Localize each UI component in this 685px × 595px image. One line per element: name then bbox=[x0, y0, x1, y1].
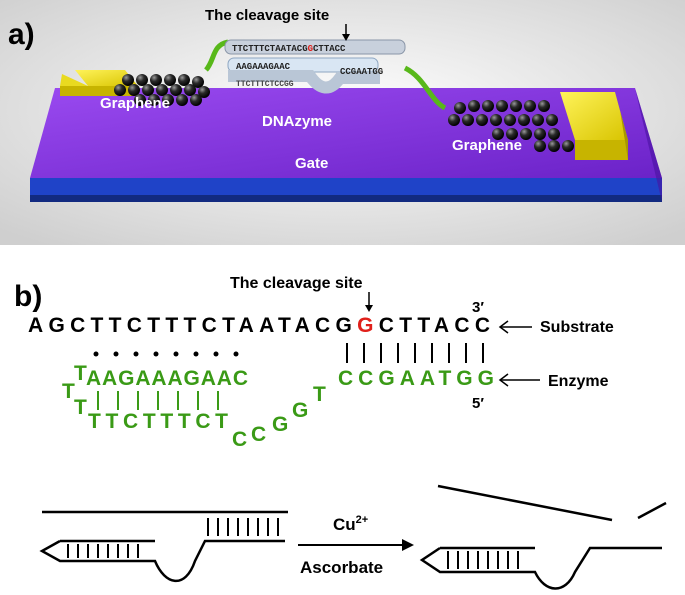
reagent-copper: Cu2+ bbox=[333, 514, 368, 534]
loop-c-2: C bbox=[251, 423, 266, 446]
cleavage-title-b: The cleavage site bbox=[230, 275, 363, 292]
enzyme-top-arm: AAGAAAGAAC bbox=[86, 367, 248, 390]
dna-ribbon-top bbox=[224, 39, 406, 55]
substrate-label: Substrate bbox=[540, 319, 614, 336]
right-electrode-side bbox=[575, 140, 628, 160]
pairing-bars-right bbox=[346, 343, 484, 363]
three-prime-label: 3′ bbox=[472, 299, 484, 316]
loop-t-4: T bbox=[313, 383, 326, 406]
dnazyme-label: DNAzyme bbox=[262, 113, 332, 130]
dna-ribbon-bottom bbox=[228, 70, 380, 94]
dna-strand-top: TTCTTTCTAATACGGCTTACC bbox=[232, 44, 346, 54]
reagent-ascorbate: Ascorbate bbox=[300, 558, 383, 577]
schematic-before-bars bbox=[67, 518, 279, 558]
enzyme-arrowhead bbox=[498, 373, 509, 387]
pairing-dots bbox=[93, 351, 239, 357]
cleavage-title-a: The cleavage site bbox=[205, 7, 329, 24]
schematic-after-bars bbox=[447, 551, 519, 569]
loop-t-1: T bbox=[74, 362, 87, 385]
cleavage-arrowhead-a bbox=[342, 34, 350, 41]
five-prime-label: 5′ bbox=[472, 395, 484, 412]
gate-label: Gate bbox=[295, 155, 328, 172]
loop-g-2: G bbox=[292, 399, 308, 422]
right-electrode bbox=[560, 92, 628, 140]
panel-a-label: a) bbox=[8, 18, 35, 51]
left-graphene-label: Graphene bbox=[100, 95, 170, 112]
dna-strand-mid-right: CCGAATGG bbox=[340, 67, 383, 77]
right-linker bbox=[403, 65, 447, 111]
loop-c-1: C bbox=[232, 428, 247, 451]
dna-strand-mid: AAGAAAGAAC bbox=[236, 62, 291, 72]
left-electrode-bevel bbox=[60, 74, 88, 86]
schematic-after bbox=[419, 484, 667, 590]
enzyme-bottom-arm: TTCTTTCT bbox=[88, 410, 228, 433]
enzyme-pairing-bars bbox=[97, 391, 219, 410]
dna-strand-bottom: TTCTTTCTCCGG bbox=[236, 80, 294, 89]
gate-edge bbox=[30, 195, 662, 202]
left-electrode bbox=[75, 70, 138, 86]
substrate-arrowhead bbox=[498, 320, 509, 334]
panel-b-label: b) bbox=[14, 280, 42, 313]
cleavage-arrowhead-b bbox=[365, 305, 373, 312]
enzyme-label: Enzyme bbox=[548, 373, 609, 390]
right-graphene-sheet bbox=[448, 100, 574, 152]
panel-a: TTCTTTCTAATACGGCTTACC AAGAAAGAAC CCGAATG… bbox=[0, 0, 685, 245]
loop-t-3: T bbox=[74, 396, 87, 419]
left-linker bbox=[204, 39, 229, 72]
loop-t-2: T bbox=[62, 380, 75, 403]
right-graphene-label: Graphene bbox=[452, 137, 522, 154]
loop-g-1: G bbox=[272, 413, 288, 436]
schematic-before bbox=[39, 510, 288, 583]
substrate-side bbox=[635, 88, 662, 202]
left-graphene-sheet bbox=[114, 74, 210, 106]
gate-layer bbox=[30, 178, 662, 195]
reaction-arrowhead bbox=[402, 539, 414, 551]
enzyme-right-arm: CCGAATGG bbox=[338, 367, 494, 390]
